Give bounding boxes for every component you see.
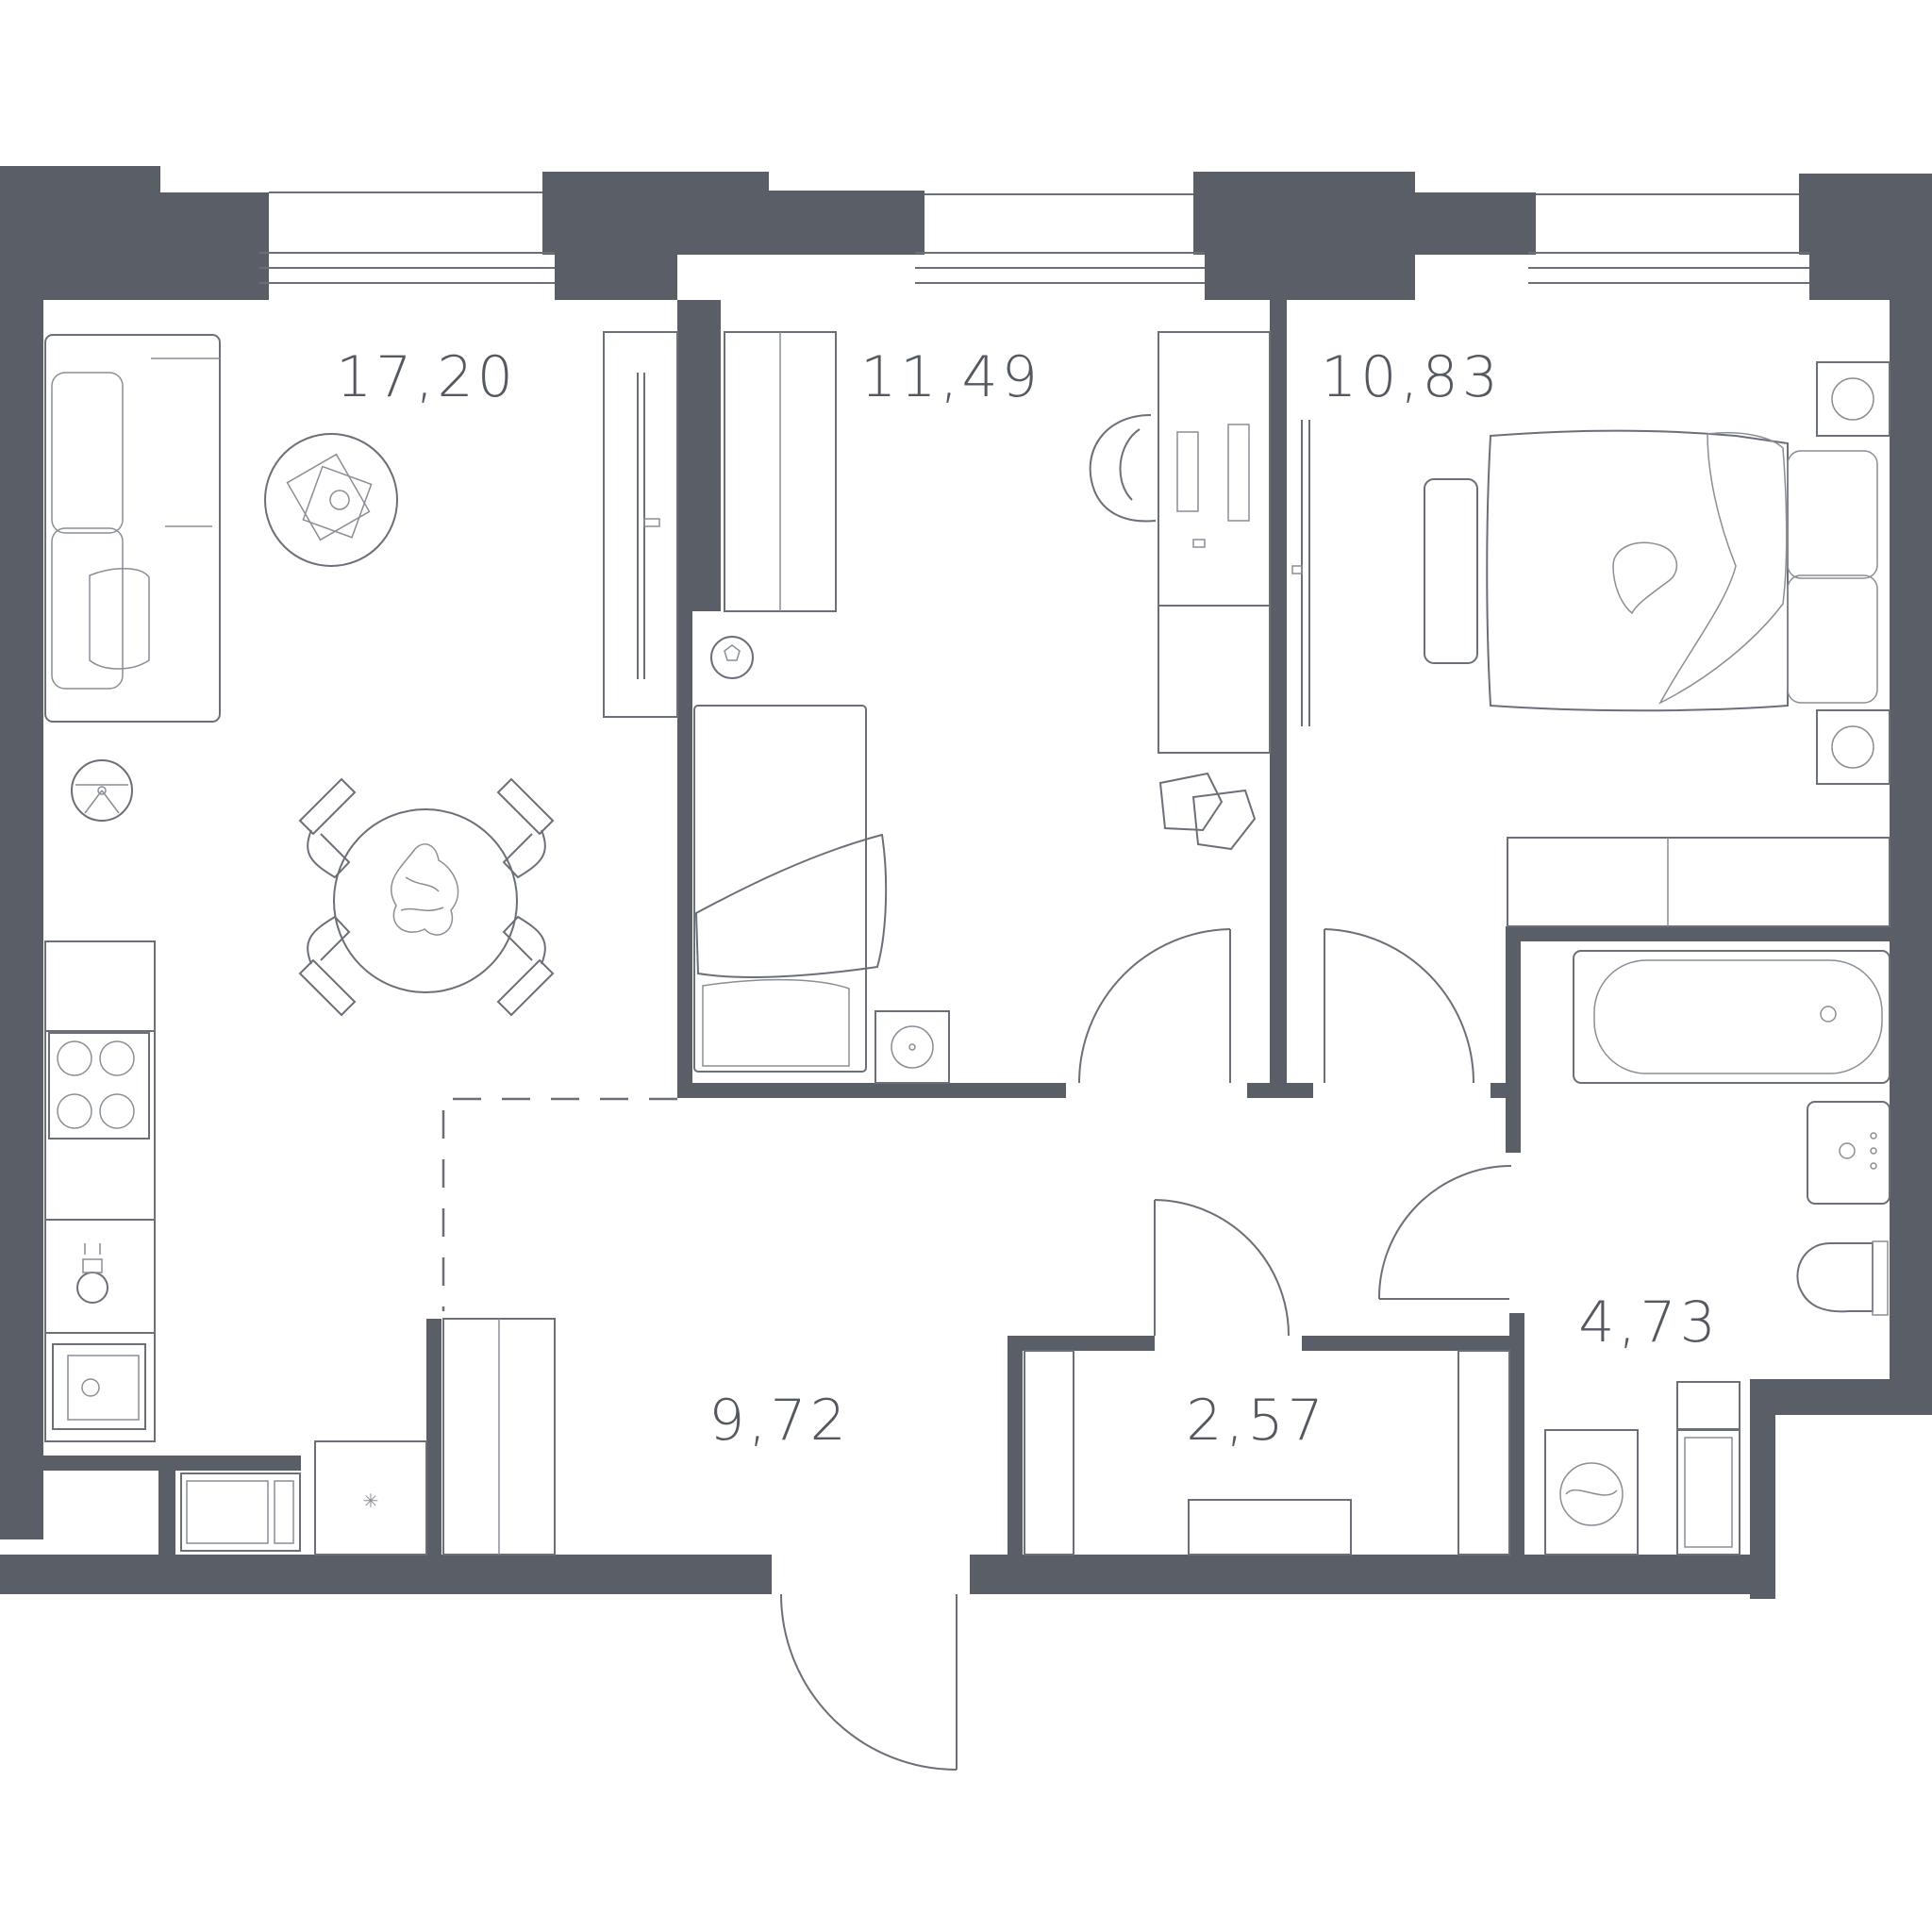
svg-text:✳: ✳ [363,1489,379,1512]
toilet-icon [1796,1240,1889,1316]
window-icon [1528,193,1809,284]
bedroom-area: 10,83 [1321,344,1502,410]
wardrobe-icon [724,331,837,612]
chair-icon [496,915,555,1017]
wall-bath-left-bottom [1509,1313,1524,1555]
desk-icon [1158,331,1271,754]
wall-pier-2 [1193,172,1536,300]
wall-hall-post [426,1319,441,1555]
wall-kitchen-post [158,1456,175,1555]
washbasin-icon [1807,1101,1890,1205]
wall-bottom-left [0,1555,772,1594]
cat-icon [1612,541,1678,615]
window-icon [259,191,555,284]
storage-area: 2,57 [1186,1388,1327,1454]
door-icon [1078,928,1231,1084]
wall-pier-1 [542,172,924,300]
living-room-area: 17,20 [336,344,517,410]
kids-room-area: 11,49 [860,344,1041,410]
microwave-icon [180,1472,301,1552]
wall-bedroom-bath [1506,926,1890,941]
door-icon [1324,928,1474,1084]
wardrobe-icon [442,1318,556,1556]
wall-top-left [0,166,269,1539]
wall-storage-top-left [1008,1336,1155,1351]
nightstand-icon [1816,361,1890,437]
hall-area: 9,72 [708,1388,850,1454]
wall-kids-bottom [677,1083,1066,1098]
roller-skates-icon [1158,772,1257,851]
doors [780,928,1512,1771]
door-icon [780,1593,958,1771]
nightstand-icon [1816,709,1890,785]
door-icon [1377,1165,1512,1300]
wall-storage-top-right [1302,1336,1524,1351]
wall-right-step [1750,1379,1932,1599]
door-icon [1154,1199,1290,1337]
wardrobe-icon [1024,1350,1074,1556]
wardrobe-icon [1507,837,1890,927]
chair-icon [496,777,555,879]
robot-vacuum-icon [874,1010,950,1084]
wall-bath-left-top [1506,926,1521,1153]
wall-kids-left [677,611,692,1096]
chair-icon [298,915,357,1017]
coffee-table-icon [264,433,398,567]
wall-bath-stub [1491,1083,1521,1098]
office-chair-icon [1089,414,1157,523]
tv-icon [1291,420,1310,726]
wall-right-lower [1890,1085,1932,1415]
dryer-icon [1676,1381,1740,1556]
wall-living-kids [677,300,721,611]
robot-vacuum-icon [71,759,133,822]
bed-icon [693,705,888,1073]
kitchen-zone-boundary [441,1097,677,1311]
dining-table-icon [333,808,518,993]
kitchen-counter [44,940,156,1442]
bathroom-area: 4,73 [1578,1289,1720,1356]
hob-icon [48,1032,150,1140]
wall-kids-bedroom-foot [1247,1083,1313,1098]
storage-shelf [1188,1499,1352,1556]
sofa-icon [44,334,221,723]
ball-icon [710,636,754,679]
washing-machine-icon [1544,1429,1639,1556]
bathtub-icon [1573,950,1890,1084]
kitchen-cabinet: ✳ [314,1440,427,1556]
sink-icon [52,1343,146,1430]
walls [0,166,1932,1599]
chair-icon [298,777,357,879]
wall-storage-left [1008,1336,1023,1555]
wall-bottom-right [970,1555,1775,1594]
wall-kids-bedroom [1270,300,1287,1096]
bed-icon [1424,429,1878,712]
window-icon [915,193,1205,284]
wardrobe-icon [1457,1350,1510,1556]
tv-icon [603,331,678,718]
sink-icon [76,1243,108,1304]
windows [259,191,1809,284]
